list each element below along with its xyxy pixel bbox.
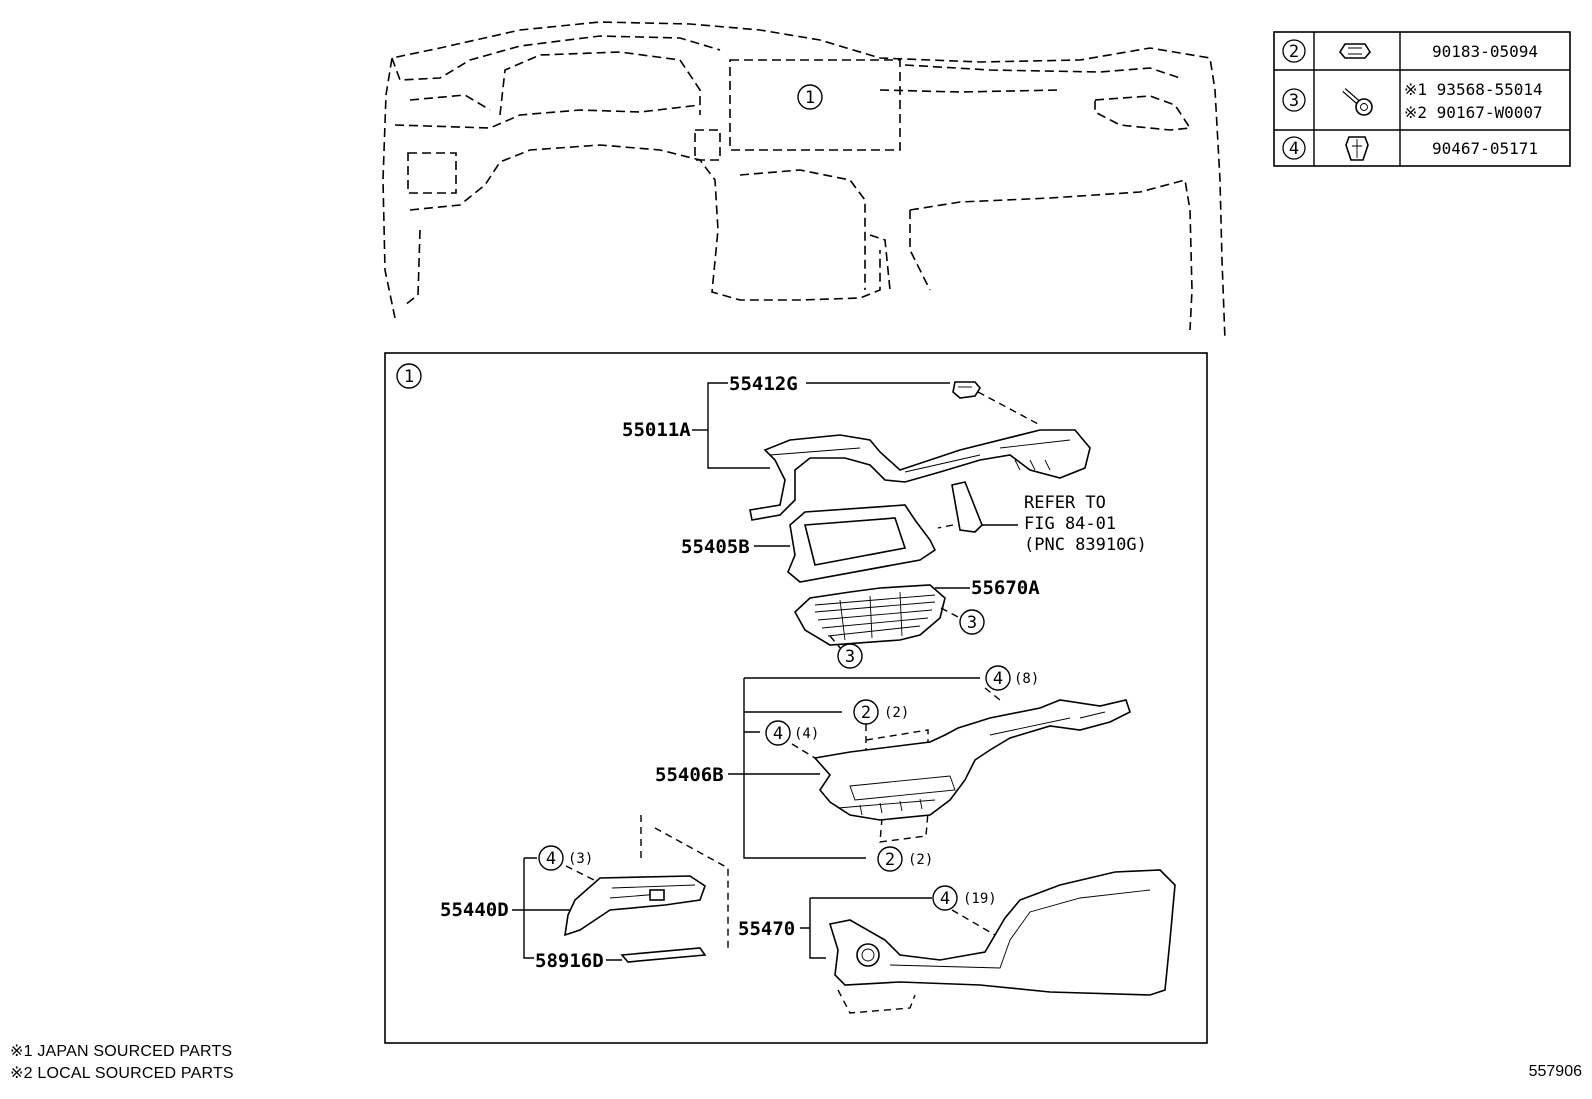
detail-callout-1: 1 [396,363,422,389]
fastener-table: 2 90183-05094 3 ※1 93568-55014 ※2 90167-… [1273,31,1571,167]
note-local-sourced: ※2 LOCAL SOURCED PARTS [10,1065,234,1082]
svg-text:2: 2 [861,703,871,723]
refer-line1: REFER TO [1024,493,1106,513]
svg-text:1: 1 [404,367,414,387]
svg-text:※1 93568-55014: ※1 93568-55014 [1404,80,1543,99]
svg-text:4: 4 [993,669,1003,689]
svg-text:(3): (3) [568,851,593,867]
svg-text:4: 4 [1289,139,1299,159]
instrument-panel-overview [382,21,1226,341]
bolt-icon [1342,88,1373,116]
label-55412G: 55412G [729,373,798,395]
part-58916D [620,947,707,963]
label-55470: 55470 [738,918,795,940]
figure-id: 557906 [1528,1063,1582,1080]
svg-text:3: 3 [845,647,855,667]
refer-line2: FIG 84-01 [1024,514,1116,534]
push-clip-icon [1345,136,1369,161]
svg-text:(2): (2) [884,705,909,721]
label-55405B: 55405B [681,536,750,558]
label-55011A: 55011A [622,419,691,441]
part-55412G [952,381,981,399]
svg-text:1: 1 [805,88,815,108]
svg-text:(4): (4) [794,726,819,742]
callout-4-qty3: 4 (3) [538,845,593,871]
svg-text:※2 90167-W0007: ※2 90167-W0007 [1404,103,1543,122]
svg-text:(8): (8) [1014,671,1039,687]
part-55405B [787,504,937,583]
label-55440D: 55440D [440,899,509,921]
svg-text:4: 4 [546,849,556,869]
svg-text:3: 3 [1289,91,1299,111]
svg-text:(19): (19) [963,891,997,907]
note-japan-sourced: ※1 JAPAN SOURCED PARTS [10,1043,233,1060]
part-55470 [828,869,1176,996]
overview-callout-1: 1 [797,84,823,110]
part-55011A [749,429,1091,521]
callout-4-qty4: 4 (4) [765,720,819,746]
clip-nut-icon [1339,43,1371,59]
detail-frame [384,352,1208,1044]
part-55406B [813,699,1131,821]
callout-4-qty8: 4 (8) [985,665,1039,691]
svg-text:2: 2 [885,850,895,870]
svg-text:3: 3 [967,613,977,633]
callout-3-right: 3 [959,609,985,635]
table-row: 4 90467-05171 [1282,136,1538,161]
callout-4-qty19: 4 (19) [932,885,997,911]
part-55440D [564,875,706,937]
svg-text:2: 2 [1289,42,1299,62]
table-row: 2 90183-05094 [1282,39,1538,63]
refer-line3: (PNC 83910G) [1024,535,1147,555]
callout-2-bottom: 2 (2) [877,846,933,872]
svg-text:90467-05171: 90467-05171 [1432,139,1538,158]
table-row: 3 ※1 93568-55014 ※2 90167-W0007 [1282,80,1543,122]
part-55670A [793,584,946,646]
label-55670A: 55670A [971,577,1040,599]
svg-text:4: 4 [940,889,950,909]
callout-2-top: 2 (2) [853,699,909,725]
callout-3-bottom: 3 [837,643,863,669]
svg-text:(2): (2) [908,852,933,868]
svg-text:90183-05094: 90183-05094 [1432,42,1538,61]
label-55406B: 55406B [655,764,724,786]
label-58916D: 58916D [535,950,604,972]
svg-text:4: 4 [773,724,783,744]
bracket-refer [951,481,983,533]
